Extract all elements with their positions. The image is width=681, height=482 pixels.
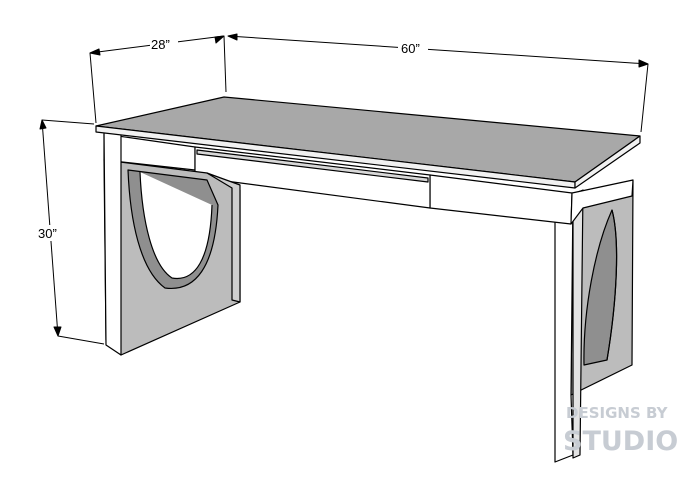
- depth-dimension-label: 28”: [151, 37, 170, 52]
- watermark-line2: STUDIO C: [563, 426, 681, 457]
- drawer-front: [194, 146, 431, 209]
- height-dimension-label: 30”: [38, 226, 57, 241]
- watermark-line1: DESIGNS BY: [566, 404, 669, 422]
- dimension-lines: [39, 33, 649, 345]
- width-dimension-label: 60”: [401, 41, 420, 56]
- left-leg-front: [103, 129, 122, 356]
